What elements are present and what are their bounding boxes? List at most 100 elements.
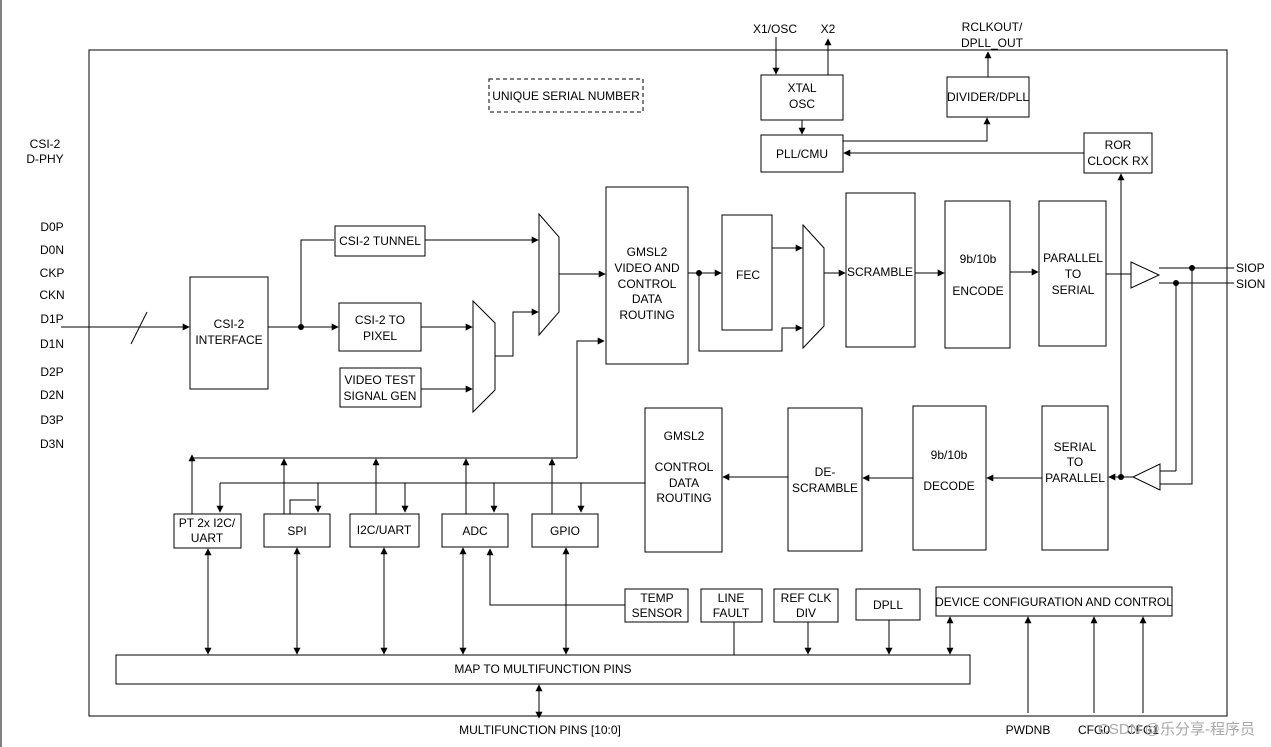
cfg1-pin: CFG1 bbox=[1127, 723, 1159, 737]
gmsl2-video-label-2: VIDEO AND bbox=[614, 261, 680, 275]
csi2-to-pixel-label: CSI-2 TO bbox=[355, 313, 405, 327]
csi2-dphy-title-2: D-PHY bbox=[26, 152, 63, 166]
siop-pin: SIOP bbox=[1236, 261, 1265, 275]
gmsl2-control-label-4: ROUTING bbox=[656, 491, 711, 505]
fec-block bbox=[721, 214, 773, 331]
decode-label: 9b/10b bbox=[931, 448, 968, 462]
adc-label: ADC bbox=[462, 524, 488, 538]
pin-ckp: CKP bbox=[40, 266, 65, 280]
pin-d3n: D3N bbox=[40, 437, 64, 451]
pin-d0p: D0P bbox=[40, 220, 63, 234]
gmsl2-video-label-4: DATA bbox=[632, 292, 662, 306]
p2s-label-2: TO bbox=[1065, 267, 1081, 281]
gpio-label: GPIO bbox=[550, 524, 580, 538]
p2s-label-3: SERIAL bbox=[1052, 283, 1095, 297]
pin-d2p: D2P bbox=[40, 365, 63, 379]
descramble-label-2: SCRAMBLE bbox=[792, 481, 858, 495]
fec-label: FEC bbox=[736, 268, 760, 282]
watermark: CSDN @乐分享-程序员 bbox=[1098, 721, 1255, 738]
serial-to-parallel-block bbox=[1041, 405, 1109, 551]
x2-pin: X2 bbox=[821, 22, 836, 36]
rclkout-pin-2: DPLL_OUT bbox=[961, 36, 1024, 50]
divider-label: DIVIDER/DPLL bbox=[947, 90, 1029, 104]
sion-pin: SION bbox=[1236, 277, 1265, 291]
rx-receiver bbox=[1131, 463, 1161, 491]
gmsl2-video-label-5: ROUTING bbox=[619, 308, 674, 322]
pin-d2n: D2N bbox=[40, 388, 64, 402]
ref-clk-label: REF CLK bbox=[781, 591, 832, 605]
scramble-label: SCRAMBLE bbox=[847, 265, 913, 279]
decode-label-2: DECODE bbox=[923, 479, 974, 493]
device-config-block bbox=[935, 586, 1173, 617]
descramble-block bbox=[787, 407, 863, 552]
gmsl2-control-label-2: CONTROL bbox=[655, 460, 714, 474]
spi-block bbox=[263, 513, 331, 548]
video-test-label: VIDEO TEST bbox=[344, 373, 416, 387]
csi2-dphy-title: CSI-2 bbox=[30, 137, 61, 151]
encode-label: 9b/10b bbox=[960, 252, 997, 266]
pin-d1n: D1N bbox=[40, 337, 64, 351]
pll-cmu-block bbox=[760, 134, 844, 173]
i2c-uart-label: I2C/UART bbox=[357, 523, 412, 537]
map-mfp-label: MAP TO MULTIFUNCTION PINS bbox=[454, 662, 631, 676]
video-test-label-2: SIGNAL GEN bbox=[344, 389, 417, 403]
ror-clock-rx-block bbox=[1083, 132, 1153, 174]
temp-label: TEMP bbox=[640, 591, 673, 605]
pin-ckn: CKN bbox=[39, 288, 64, 302]
gmsl2-video-routing-block bbox=[605, 186, 689, 365]
temp-sensor-block bbox=[624, 588, 689, 623]
csi2-interface-label: CSI-2 bbox=[214, 317, 245, 331]
csi2-tunnel-label: CSI-2 TUNNEL bbox=[339, 234, 421, 248]
csi2-interface-block bbox=[189, 276, 269, 390]
line-fault-block bbox=[700, 588, 763, 623]
gpio-block bbox=[531, 513, 599, 548]
s2p-label-3: PARALLEL bbox=[1045, 471, 1105, 485]
csi2-interface-label-2: INTERFACE bbox=[195, 333, 262, 347]
i2c-uart-block bbox=[349, 513, 420, 548]
tx-driver bbox=[1130, 261, 1161, 289]
line-fault-label-2: FAULT bbox=[713, 606, 750, 620]
spi-label: SPI bbox=[287, 524, 306, 538]
ref-clk-div-block bbox=[773, 588, 839, 623]
pixel-mux bbox=[472, 299, 496, 414]
scramble-block bbox=[845, 192, 916, 348]
pin-d3p: D3P bbox=[40, 413, 63, 427]
descramble-label: DE- bbox=[815, 465, 836, 479]
temp-label-2: SENSOR bbox=[632, 606, 683, 620]
pt-i2c-uart-block bbox=[173, 513, 242, 549]
xtal-osc-block bbox=[760, 74, 844, 121]
pin-d1p: D1P bbox=[40, 312, 63, 326]
multifunction-pins-label: MULTIFUNCTION PINS [10:0] bbox=[459, 723, 621, 737]
adc-block bbox=[441, 513, 509, 548]
pin-d0n: D0N bbox=[40, 243, 64, 257]
pt-i2c-label-2: UART bbox=[191, 531, 224, 545]
ror-label: ROR bbox=[1105, 138, 1132, 152]
fec-mux bbox=[802, 223, 825, 350]
s2p-label-2: TO bbox=[1067, 455, 1083, 469]
device-config-label: DEVICE CONFIGURATION AND CONTROL bbox=[935, 595, 1173, 609]
encode-label-2: ENCODE bbox=[952, 284, 1003, 298]
divider-dpll-block bbox=[946, 76, 1030, 118]
pt-i2c-label: PT 2x I2C/ bbox=[179, 516, 236, 530]
xtal-label-2: OSC bbox=[789, 97, 815, 111]
dpll-block bbox=[855, 588, 921, 621]
ref-clk-label-2: DIV bbox=[796, 606, 816, 620]
video-test-signal-gen-block bbox=[339, 367, 422, 408]
x1-osc-pin: X1/OSC bbox=[753, 22, 797, 36]
s2p-label: SERIAL bbox=[1054, 440, 1097, 454]
ror-label-2: CLOCK RX bbox=[1087, 154, 1148, 168]
pwdnb-pin: PWDNB bbox=[1006, 723, 1051, 737]
unique-serial-number-block bbox=[488, 78, 644, 113]
encode-block bbox=[944, 200, 1011, 349]
parallel-to-serial-block bbox=[1038, 200, 1107, 347]
pll-label: PLL/CMU bbox=[776, 147, 828, 161]
gmsl2-control-label-3: DATA bbox=[669, 476, 699, 490]
gmsl2-control-label: GMSL2 bbox=[664, 429, 705, 443]
gmsl2-video-label-3: CONTROL bbox=[618, 277, 677, 291]
map-multifunction-pins-block bbox=[115, 654, 971, 685]
video-mux bbox=[538, 212, 560, 337]
csi2-to-pixel-block bbox=[338, 302, 422, 352]
csi2-tunnel-block bbox=[334, 225, 426, 257]
xtal-label: XTAL bbox=[787, 81, 816, 95]
